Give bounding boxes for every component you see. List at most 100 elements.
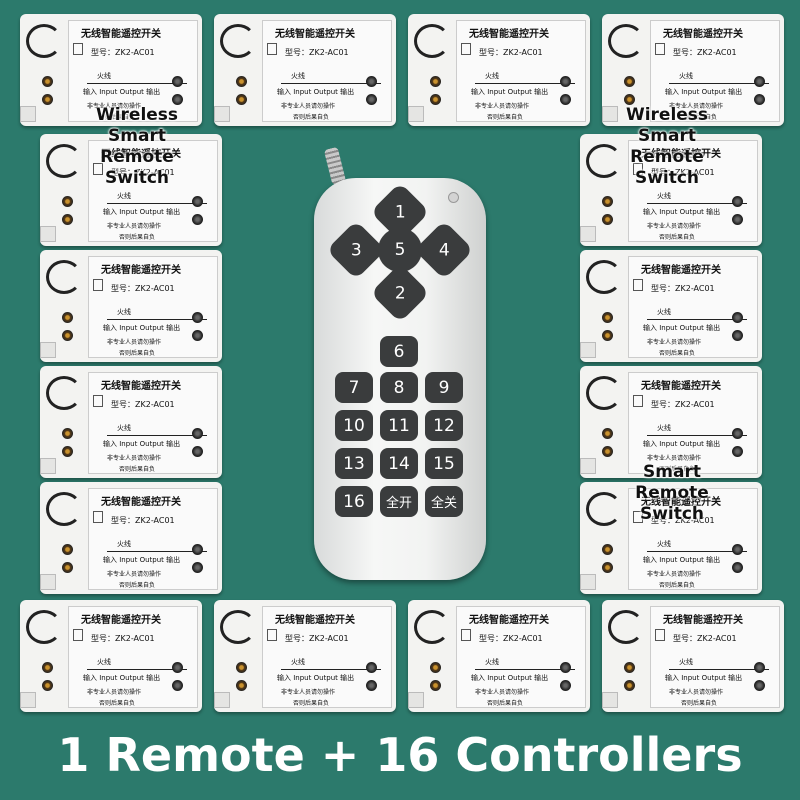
module-title: 无线智能遥控开关	[469, 615, 549, 626]
terminal-screw-icon	[560, 662, 571, 673]
module-label: 无线智能遥控开关 型号：ZK2-AC01 火线 输入 Input Output …	[88, 372, 218, 474]
terminal-screw-icon	[602, 312, 613, 323]
remote-key-11[interactable]: 全开	[380, 486, 418, 517]
overlay-label-mid-right: Smart Remote Switch	[635, 462, 709, 524]
module-title: 无线智能遥控开关	[641, 265, 721, 276]
module-model: 型号：ZK2-AC01	[285, 634, 349, 643]
terminal-screw-icon	[236, 680, 247, 691]
controller-module: 无线智能遥控开关 型号：ZK2-AC01 火线 输入 Input Output …	[40, 366, 222, 478]
module-model: 型号：ZK2-AC01	[673, 48, 737, 57]
module-warning2: 否则后果自负	[119, 466, 156, 473]
terminal-screw-icon	[366, 94, 377, 105]
module-wiring: 输入 Input Output 输出	[665, 88, 743, 96]
module-live: 火线	[291, 72, 305, 80]
module-title: 无线智能遥控开关	[275, 615, 355, 626]
remote-key-6[interactable]: 12	[425, 410, 463, 441]
hook-icon	[608, 610, 644, 644]
controller-module: 无线智能遥控开关 型号：ZK2-AC01 火线 输入 Input Output …	[580, 482, 762, 594]
remote-key-1[interactable]: 7	[335, 372, 373, 403]
module-warning2: 否则后果自负	[487, 700, 524, 707]
module-warning2: 否则后果自负	[99, 700, 136, 707]
terminal-screw-icon	[602, 330, 613, 341]
module-warning: 非专业人员请勿操作	[647, 339, 702, 346]
terminal-screw-icon	[560, 76, 571, 87]
terminal-screw-icon	[732, 196, 743, 207]
terminal-screw-icon	[192, 562, 203, 573]
terminal-screw-icon	[754, 662, 765, 673]
terminal-screw-icon	[602, 446, 613, 457]
module-model: 型号：ZK2-AC01	[651, 516, 715, 525]
module-model: 型号：ZK2-AC01	[111, 284, 175, 293]
module-live: 火线	[679, 72, 693, 80]
module-warning2: 否则后果自负	[119, 350, 156, 357]
terminal-screw-icon	[754, 94, 765, 105]
overlay-label-right: Wireless Smart Remote Switch	[625, 105, 709, 188]
hook-icon	[608, 24, 644, 58]
controller-module: 无线智能遥控开关 型号：ZK2-AC01 火线 输入 Input Output …	[580, 134, 762, 246]
module-title: 无线智能遥控开关	[641, 497, 721, 508]
hook-icon	[26, 24, 62, 58]
hook-icon	[586, 144, 622, 178]
terminal-screw-icon	[62, 562, 73, 573]
module-title: 无线智能遥控开关	[101, 381, 181, 392]
remote-key-5[interactable]: 11	[380, 410, 418, 441]
module-warning2: 否则后果自负	[119, 582, 156, 589]
remote-key-8[interactable]: 14	[380, 448, 418, 479]
hook-icon	[586, 492, 622, 526]
module-warning2: 否则后果自负	[659, 234, 696, 241]
remote-key-12[interactable]: 全关	[425, 486, 463, 517]
module-warning2: 否则后果自负	[293, 114, 330, 121]
remote-button-3[interactable]: 3	[326, 220, 386, 280]
module-wiring: 输入 Input Output 输出	[83, 88, 161, 96]
terminal-screw-icon	[62, 330, 73, 341]
module-warning2: 否则后果自负	[681, 700, 718, 707]
terminal-screw-icon	[192, 544, 203, 555]
terminal-screw-icon	[624, 680, 635, 691]
remote-key-2[interactable]: 8	[380, 372, 418, 403]
module-wiring: 输入 Input Output 输出	[471, 674, 549, 682]
module-wiring: 输入 Input Output 输出	[277, 674, 355, 682]
module-wiring: 输入 Input Output 输出	[665, 674, 743, 682]
module-warning: 非专业人员请勿操作	[669, 103, 724, 110]
remote-key-9[interactable]: 15	[425, 448, 463, 479]
remote-key-10[interactable]: 16	[335, 486, 373, 517]
module-warning: 非专业人员请勿操作	[87, 103, 142, 110]
controller-module: 无线智能遥控开关 型号：ZK2-AC01 火线 输入 Input Output …	[40, 482, 222, 594]
remote-button-2[interactable]: 2	[370, 263, 430, 323]
remote-key-7[interactable]: 13	[335, 448, 373, 479]
module-warning2: 否则后果自负	[293, 700, 330, 707]
hook-icon	[46, 376, 82, 410]
module-wiring: 输入 Input Output 输出	[643, 208, 721, 216]
terminal-screw-icon	[236, 94, 247, 105]
module-live: 火线	[657, 424, 671, 432]
remote-button-5[interactable]: 5	[378, 228, 422, 272]
module-live: 火线	[657, 192, 671, 200]
module-label: 无线智能遥控开关 型号：ZK2-AC01 火线 输入 Input Output …	[68, 20, 198, 122]
module-live: 火线	[117, 308, 131, 316]
remote-key-4[interactable]: 10	[335, 410, 373, 441]
remote-button-4[interactable]: 4	[414, 220, 474, 280]
remote-key-3[interactable]: 9	[425, 372, 463, 403]
controller-module: 无线智能遥控开关 型号：ZK2-AC01 火线 输入 Input Output …	[214, 14, 396, 126]
module-label: 无线智能遥控开关 型号：ZK2-AC01 火线 输入 Input Output …	[88, 140, 218, 242]
overlay-label-left: Wireless Smart Remote Switch	[95, 105, 179, 188]
module-label: 无线智能遥控开关 型号：ZK2-AC01 火线 输入 Input Output …	[456, 20, 586, 122]
module-label: 无线智能遥控开关 型号：ZK2-AC01 火线 输入 Input Output …	[628, 488, 758, 590]
module-warning: 非专业人员请勿操作	[475, 689, 530, 696]
terminal-screw-icon	[192, 330, 203, 341]
led-indicator-icon	[448, 192, 459, 203]
module-label: 无线智能遥控开关 型号：ZK2-AC01 火线 输入 Input Output …	[88, 488, 218, 590]
remote-key-0[interactable]: 6	[380, 336, 418, 367]
module-warning2: 否则后果自负	[659, 350, 696, 357]
terminal-screw-icon	[192, 214, 203, 225]
terminal-screw-icon	[42, 76, 53, 87]
caption: 1 Remote + 16 Controllers	[57, 728, 743, 782]
module-warning: 非专业人员请勿操作	[281, 103, 336, 110]
terminal-screw-icon	[732, 330, 743, 341]
controller-module: 无线智能遥控开关 型号：ZK2-AC01 火线 输入 Input Output …	[40, 250, 222, 362]
terminal-screw-icon	[192, 312, 203, 323]
module-model: 型号：ZK2-AC01	[651, 168, 715, 177]
terminal-screw-icon	[732, 312, 743, 323]
module-label: 无线智能遥控开关 型号：ZK2-AC01 火线 输入 Input Output …	[650, 20, 780, 122]
